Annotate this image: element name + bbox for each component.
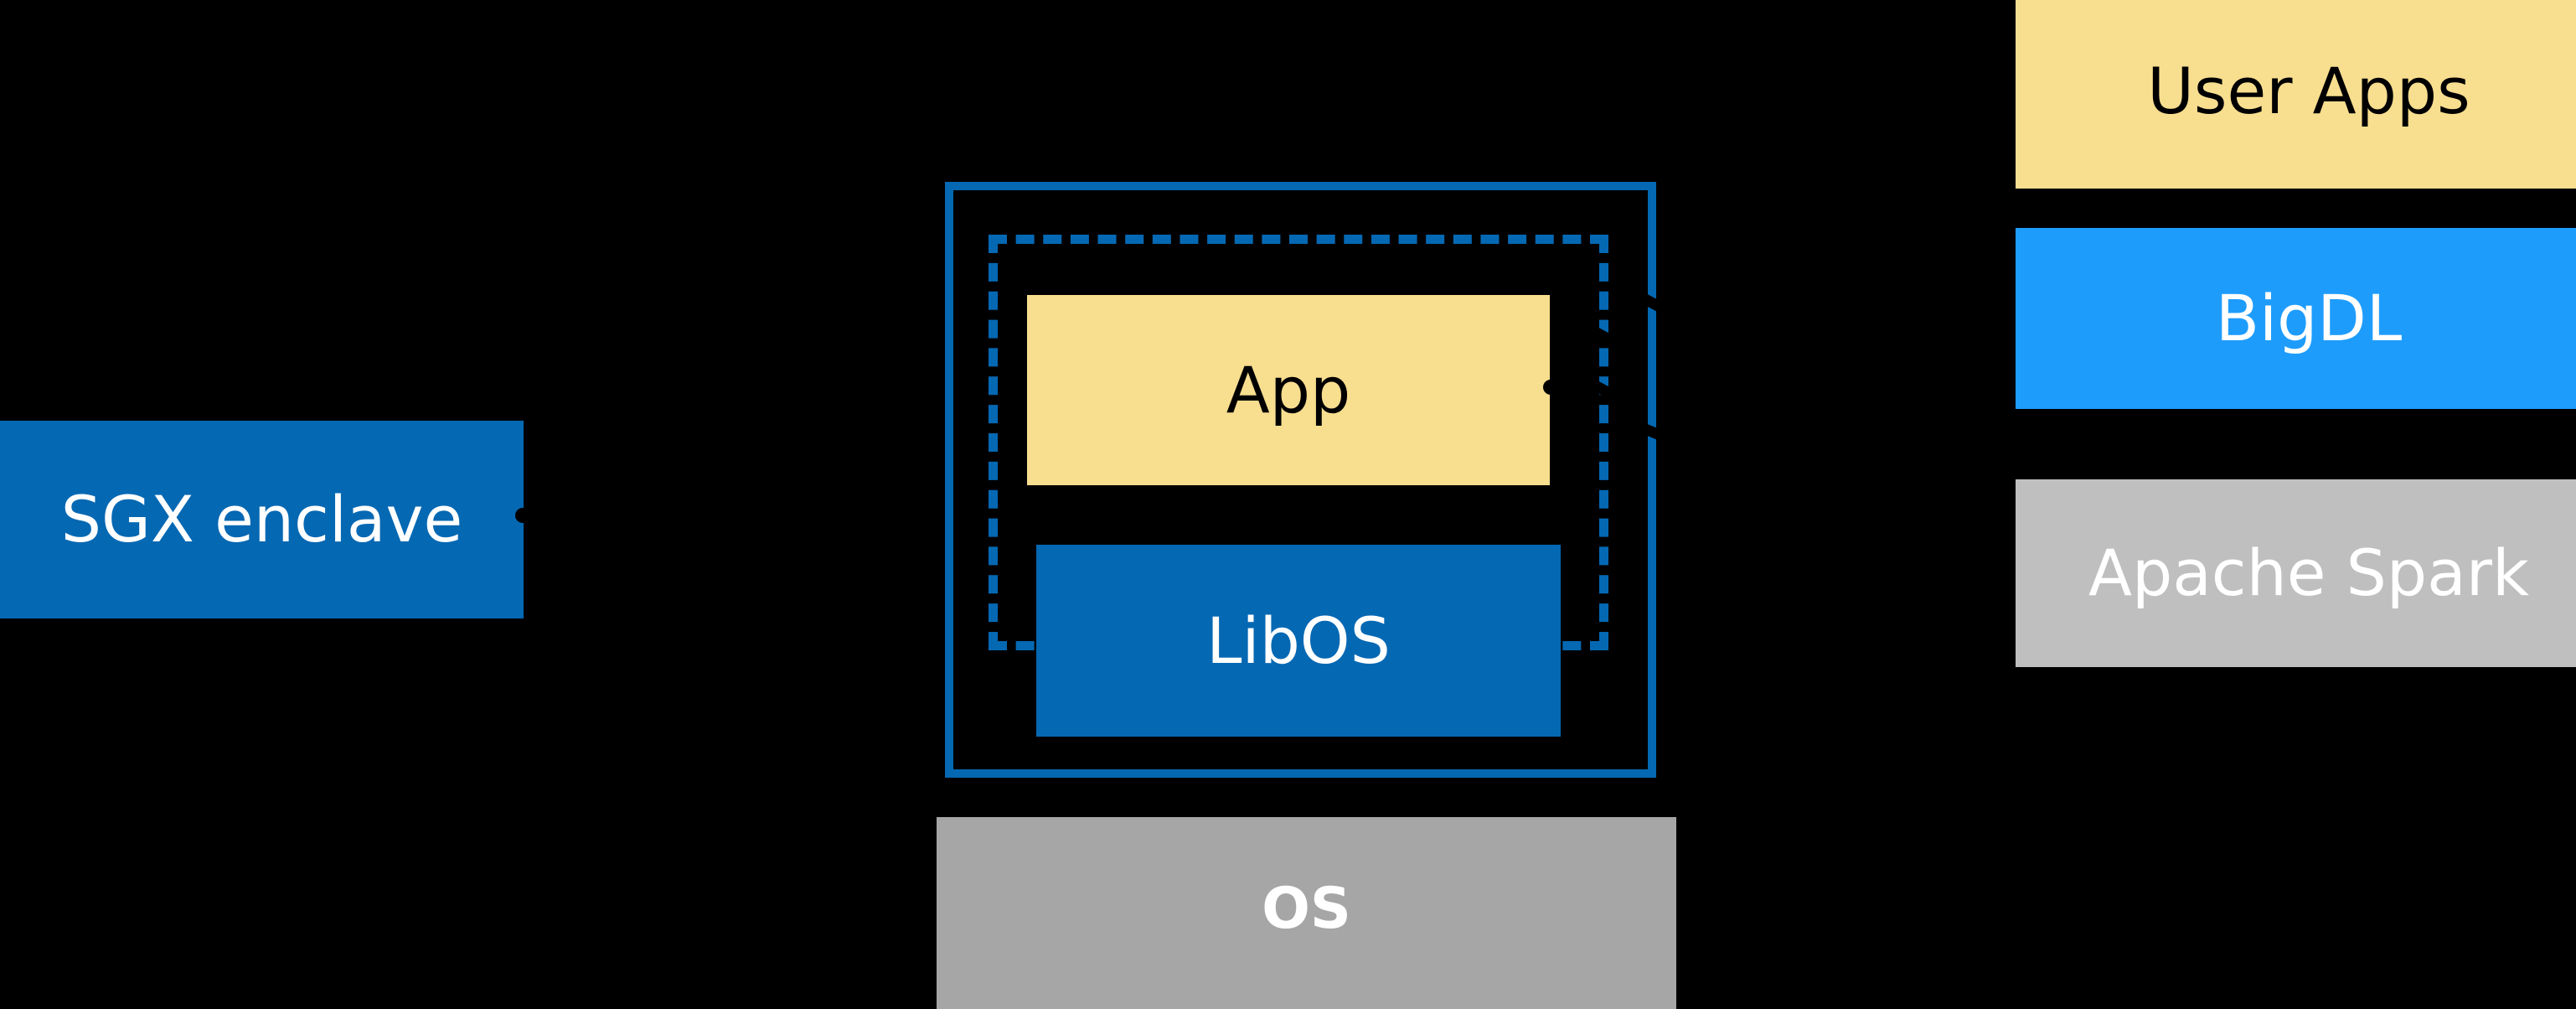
user-apps-box: User Apps [2016,0,2576,189]
libos-label: LibOS [1206,603,1391,678]
os-label: OS [1262,876,1351,942]
app-connector-dot [1543,380,1558,395]
user-apps-label: User Apps [2147,54,2470,129]
sgx-enclave-label: SGX enclave [60,482,463,557]
enclave-outer-frame [945,182,1656,778]
app-box: App [1027,295,1550,485]
sgx-enclave-box: SGX enclave [0,421,524,618]
bigdl-box: BigDL [2016,228,2576,409]
os-box: OS [937,817,1676,1009]
bigdl-label: BigDL [2215,281,2403,356]
libos-box: LibOS [1036,545,1561,737]
sgx-enclave-connector-dot [515,508,530,523]
apache-spark-label: Apache Spark [2088,536,2529,611]
app-label: App [1226,352,1351,427]
apache-spark-box: Apache Spark [2016,479,2576,667]
